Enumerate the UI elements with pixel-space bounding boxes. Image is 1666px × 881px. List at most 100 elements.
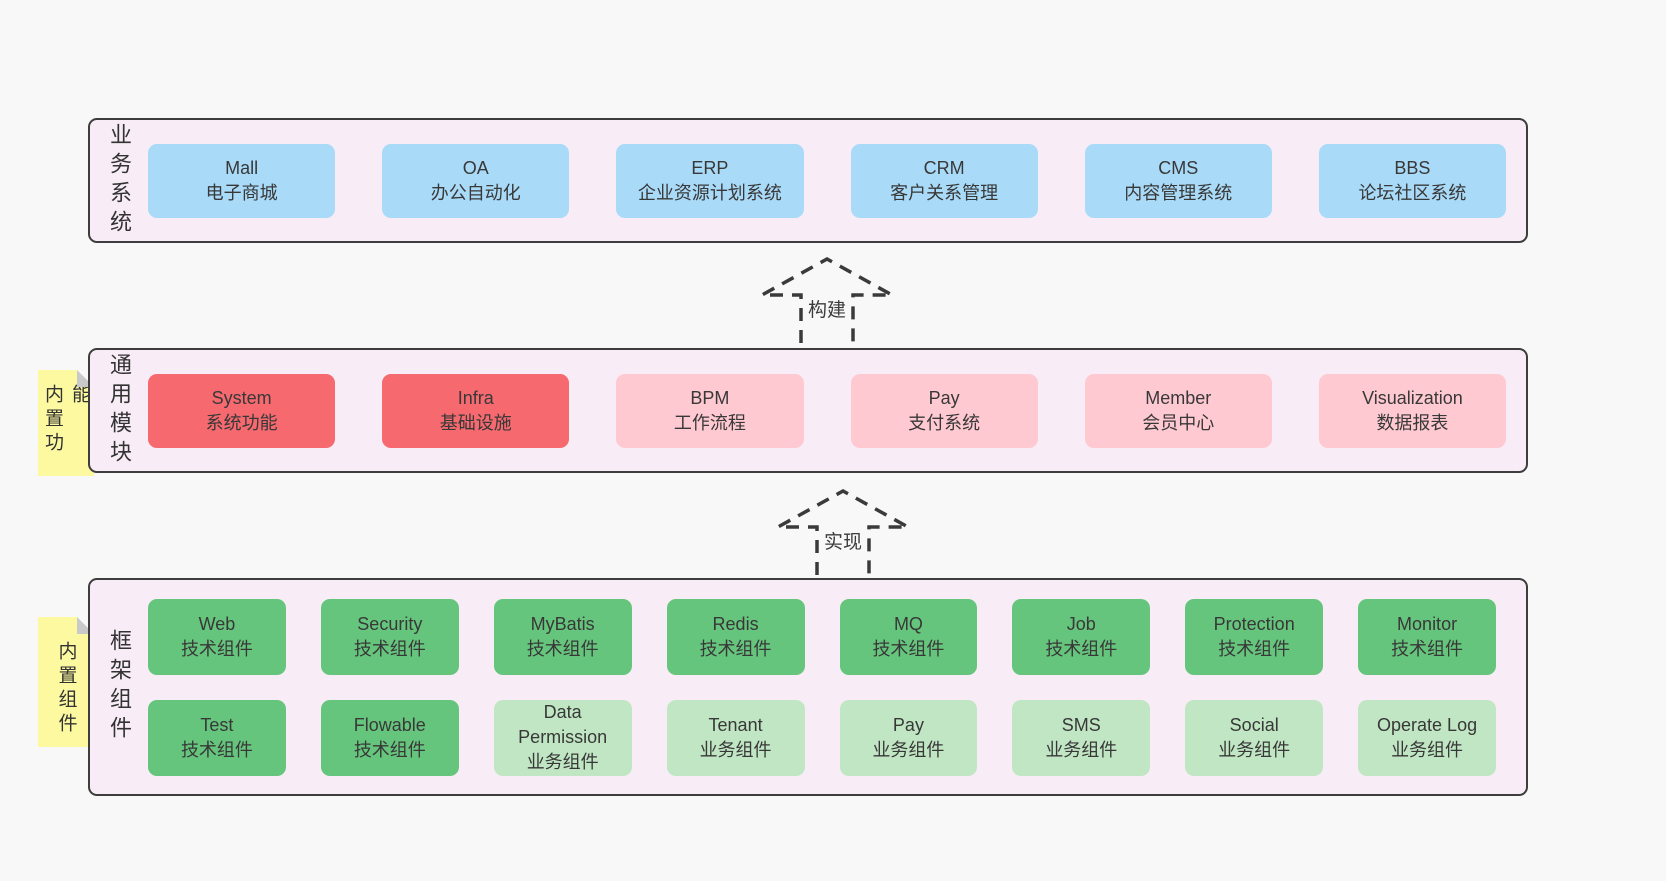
box-subtitle: 技术组件 — [699, 638, 772, 659]
box-security: Security 技术组件 — [320, 598, 459, 675]
box-subtitle: 电子商城 — [205, 182, 278, 203]
band-common-modules: 通用模块 System 系统功能 Infra 基础设施 BPM 工作流程 Pay 支付系… — [88, 348, 1528, 473]
box-subtitle: 数据报表 — [1376, 412, 1449, 433]
box-name: ERP — [691, 157, 729, 178]
box-job: Job 技术组件 — [1012, 598, 1151, 675]
box-name: Pay — [928, 387, 960, 408]
box-subtitle: 业务组件 — [1045, 739, 1118, 760]
box-name: Protection — [1213, 613, 1295, 634]
box-subtitle: 技术组件 — [180, 739, 253, 760]
box-test: Test 技术组件 — [148, 699, 286, 776]
box-subtitle: 业务组件 — [1218, 739, 1291, 760]
box-subtitle: 技术组件 — [526, 638, 599, 659]
box-subtitle: 工作流程 — [673, 412, 746, 433]
arrow-implement-label: 实现 — [821, 527, 865, 554]
box-name: Security — [357, 613, 423, 634]
box-pay-component: Pay 业务组件 — [839, 699, 978, 776]
box-flowable: Flowable 技术组件 — [320, 699, 459, 776]
box-name: Redis — [712, 613, 759, 634]
band-common-modules-label: 通用模块 — [90, 350, 148, 471]
arrow-build: 构建 — [757, 255, 897, 343]
box-name: Job — [1066, 613, 1096, 634]
box-name: Mall — [225, 157, 259, 178]
box-subtitle: 技术组件 — [1391, 638, 1464, 659]
band-business-systems-label: 业务系统 — [90, 120, 148, 241]
box-subtitle: 业务组件 — [1391, 739, 1464, 760]
box-monitor: Monitor 技术组件 — [1358, 598, 1496, 675]
arrow-implement: 实现 — [773, 487, 913, 575]
box-mall: Mall 电子商城 — [148, 143, 336, 218]
box-web: Web 技术组件 — [148, 598, 286, 675]
box-system: System 系统功能 — [148, 373, 336, 448]
box-subtitle: 支付系统 — [908, 412, 981, 433]
box-oa: OA 办公自动化 — [382, 143, 570, 218]
box-subtitle: 业务组件 — [872, 739, 945, 760]
box-subtitle: 内容管理系统 — [1124, 182, 1233, 203]
box-name: Tenant — [708, 714, 763, 735]
box-name: Flowable — [353, 714, 426, 735]
arrow-build-label: 构建 — [805, 295, 849, 322]
box-name: BPM — [690, 387, 730, 408]
box-name: Visualization — [1362, 387, 1463, 408]
box-subtitle: 办公自动化 — [430, 182, 521, 203]
box-subtitle: 企业资源计划系统 — [637, 182, 782, 203]
box-name: Social — [1229, 714, 1279, 735]
box-pay-module: Pay 支付系统 — [850, 373, 1038, 448]
band-framework-components-label: 框架组件 — [90, 580, 148, 794]
box-subtitle: 业务组件 — [526, 752, 599, 772]
box-sms: SMS 业务组件 — [1012, 699, 1151, 776]
box-subtitle: 会员中心 — [1142, 412, 1215, 433]
box-name: OA — [462, 157, 489, 178]
box-bpm: BPM 工作流程 — [616, 373, 804, 448]
box-tenant: Tenant 业务组件 — [666, 699, 805, 776]
framework-components-items: Web 技术组件 Security 技术组件 MyBatis 技术组件 Redis 技术… — [148, 580, 1526, 794]
box-name: Web — [198, 613, 236, 634]
box-erp: ERP 企业资源计划系统 — [616, 143, 804, 218]
box-name: Member — [1145, 387, 1212, 408]
box-subtitle: 技术组件 — [1218, 638, 1291, 659]
band-framework-components: 框架组件 Web 技术组件 Security 技术组件 MyBatis 技术组件 Re… — [88, 578, 1528, 796]
box-cms: CMS 内容管理系统 — [1084, 143, 1272, 218]
box-data-permission: Data Permission 业务组件 — [493, 699, 632, 776]
note-built-in-features: 内置功能 — [38, 370, 94, 476]
box-redis: Redis 技术组件 — [666, 598, 805, 675]
band-label-text: 通用模块 — [107, 352, 132, 469]
note-text: 内置组件 — [55, 641, 77, 737]
box-name: CRM — [923, 157, 965, 178]
box-subtitle: 技术组件 — [1045, 638, 1118, 659]
band-label-text: 业务系统 — [107, 122, 132, 239]
box-name: Monitor — [1397, 613, 1458, 634]
box-subtitle: 论坛社区系统 — [1358, 182, 1467, 203]
note-built-in-components: 内置组件 — [38, 617, 94, 747]
box-infra: Infra 基础设施 — [382, 373, 570, 448]
box-subtitle: 技术组件 — [353, 638, 426, 659]
box-visualization: Visualization 数据报表 — [1318, 373, 1507, 448]
box-name: Data Permission — [518, 702, 608, 747]
band-label-text: 框架组件 — [107, 629, 132, 745]
box-protection: Protection 技术组件 — [1185, 598, 1324, 675]
note-text: 内置功能 — [42, 384, 90, 456]
box-subtitle: 技术组件 — [180, 638, 253, 659]
box-social: Social 业务组件 — [1185, 699, 1324, 776]
box-subtitle: 技术组件 — [872, 638, 945, 659]
box-subtitle: 技术组件 — [353, 739, 426, 760]
box-name: Pay — [892, 714, 924, 735]
box-name: MyBatis — [530, 613, 595, 634]
box-name: System — [211, 387, 272, 408]
box-name: Test — [200, 714, 234, 735]
dashed-up-arrow-icon — [773, 488, 913, 575]
box-member: Member 会员中心 — [1084, 373, 1272, 448]
box-subtitle: 业务组件 — [699, 739, 772, 760]
box-name: SMS — [1061, 714, 1101, 735]
box-subtitle: 基础设施 — [439, 412, 512, 433]
box-subtitle: 系统功能 — [205, 412, 278, 433]
box-operate-log: Operate Log 业务组件 — [1358, 699, 1496, 776]
box-name: Infra — [457, 387, 494, 408]
box-name: CMS — [1158, 157, 1199, 178]
box-name: Operate Log — [1377, 714, 1478, 735]
